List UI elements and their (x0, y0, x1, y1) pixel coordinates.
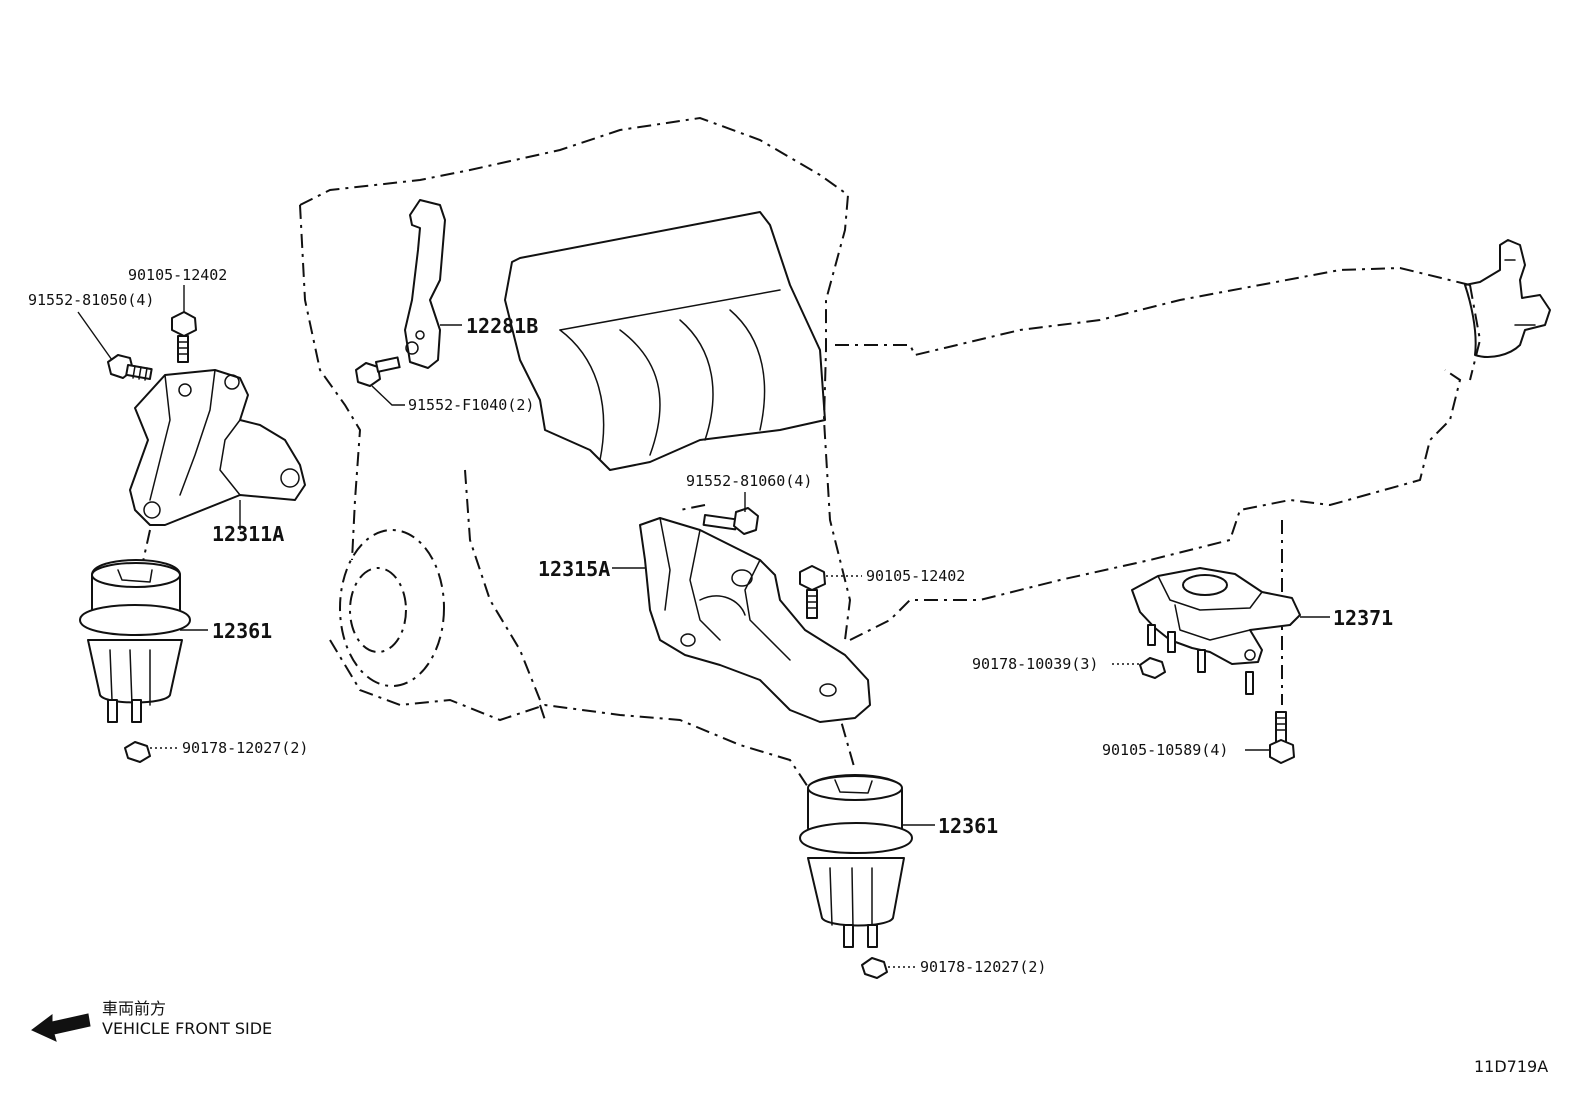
label-91552-81050: 91552-81050(4) (28, 291, 154, 309)
label-90105-12402-mid: 90105-12402 (866, 567, 965, 585)
bracket-12311a (129, 369, 306, 526)
engine-outline (299, 116, 852, 791)
legend-japanese: 車両前方 (102, 999, 166, 1018)
label-90105-10589: 90105-10589(4) (1102, 741, 1228, 759)
bolt-90105-10589 (1269, 711, 1295, 764)
label-12281b: 12281B (466, 314, 538, 338)
label-12371: 12371 (1333, 606, 1393, 630)
label-90178-12027-center: 90178-12027(2) (920, 958, 1046, 976)
label-12361-center: 12361 (938, 814, 998, 838)
nut-90178-10039 (1139, 657, 1166, 679)
label-90178-12027-left: 90178-12027(2) (182, 739, 308, 757)
transmission-outline (835, 239, 1551, 641)
legend-english: VEHICLE FRONT SIDE (102, 1019, 272, 1038)
label-12315a: 12315A (538, 557, 610, 581)
mount-12371 (1131, 567, 1301, 695)
hanger-12281b (404, 199, 446, 369)
label-90105-12402-top: 90105-12402 (128, 266, 227, 284)
bolt-91552-f1040 (355, 356, 401, 387)
label-12311a: 12311A (212, 522, 284, 546)
bolt-91552-81060 (702, 507, 759, 535)
nut-90178-12027-left (124, 741, 151, 763)
front-arrow-icon (31, 1013, 91, 1042)
label-91552-81060: 91552-81060(4) (686, 472, 812, 490)
intake-manifold (504, 211, 826, 471)
diagram-id: 11D719A (1474, 1057, 1548, 1076)
insulator-12361-center (799, 774, 913, 948)
nut-90178-12027-center (861, 957, 888, 979)
insulator-12361-left (79, 559, 191, 723)
label-91552-f1040: 91552-F1040(2) (408, 396, 534, 414)
bolt-90105-12402-top (171, 311, 197, 363)
bracket-12315a (639, 517, 871, 723)
bolt-91552-81050 (107, 354, 153, 381)
label-90178-10039: 90178-10039(3) (972, 655, 1098, 673)
label-12361-left: 12361 (212, 619, 272, 643)
vehicle-front-legend: 車両前方 VEHICLE FRONT SIDE (31, 999, 272, 1042)
bolt-90105-12402-mid (799, 565, 826, 619)
callout-labels: 90105-12402 91552-81050(4) 12311A 12361 … (28, 266, 1393, 976)
leader-lines (77, 285, 1330, 968)
